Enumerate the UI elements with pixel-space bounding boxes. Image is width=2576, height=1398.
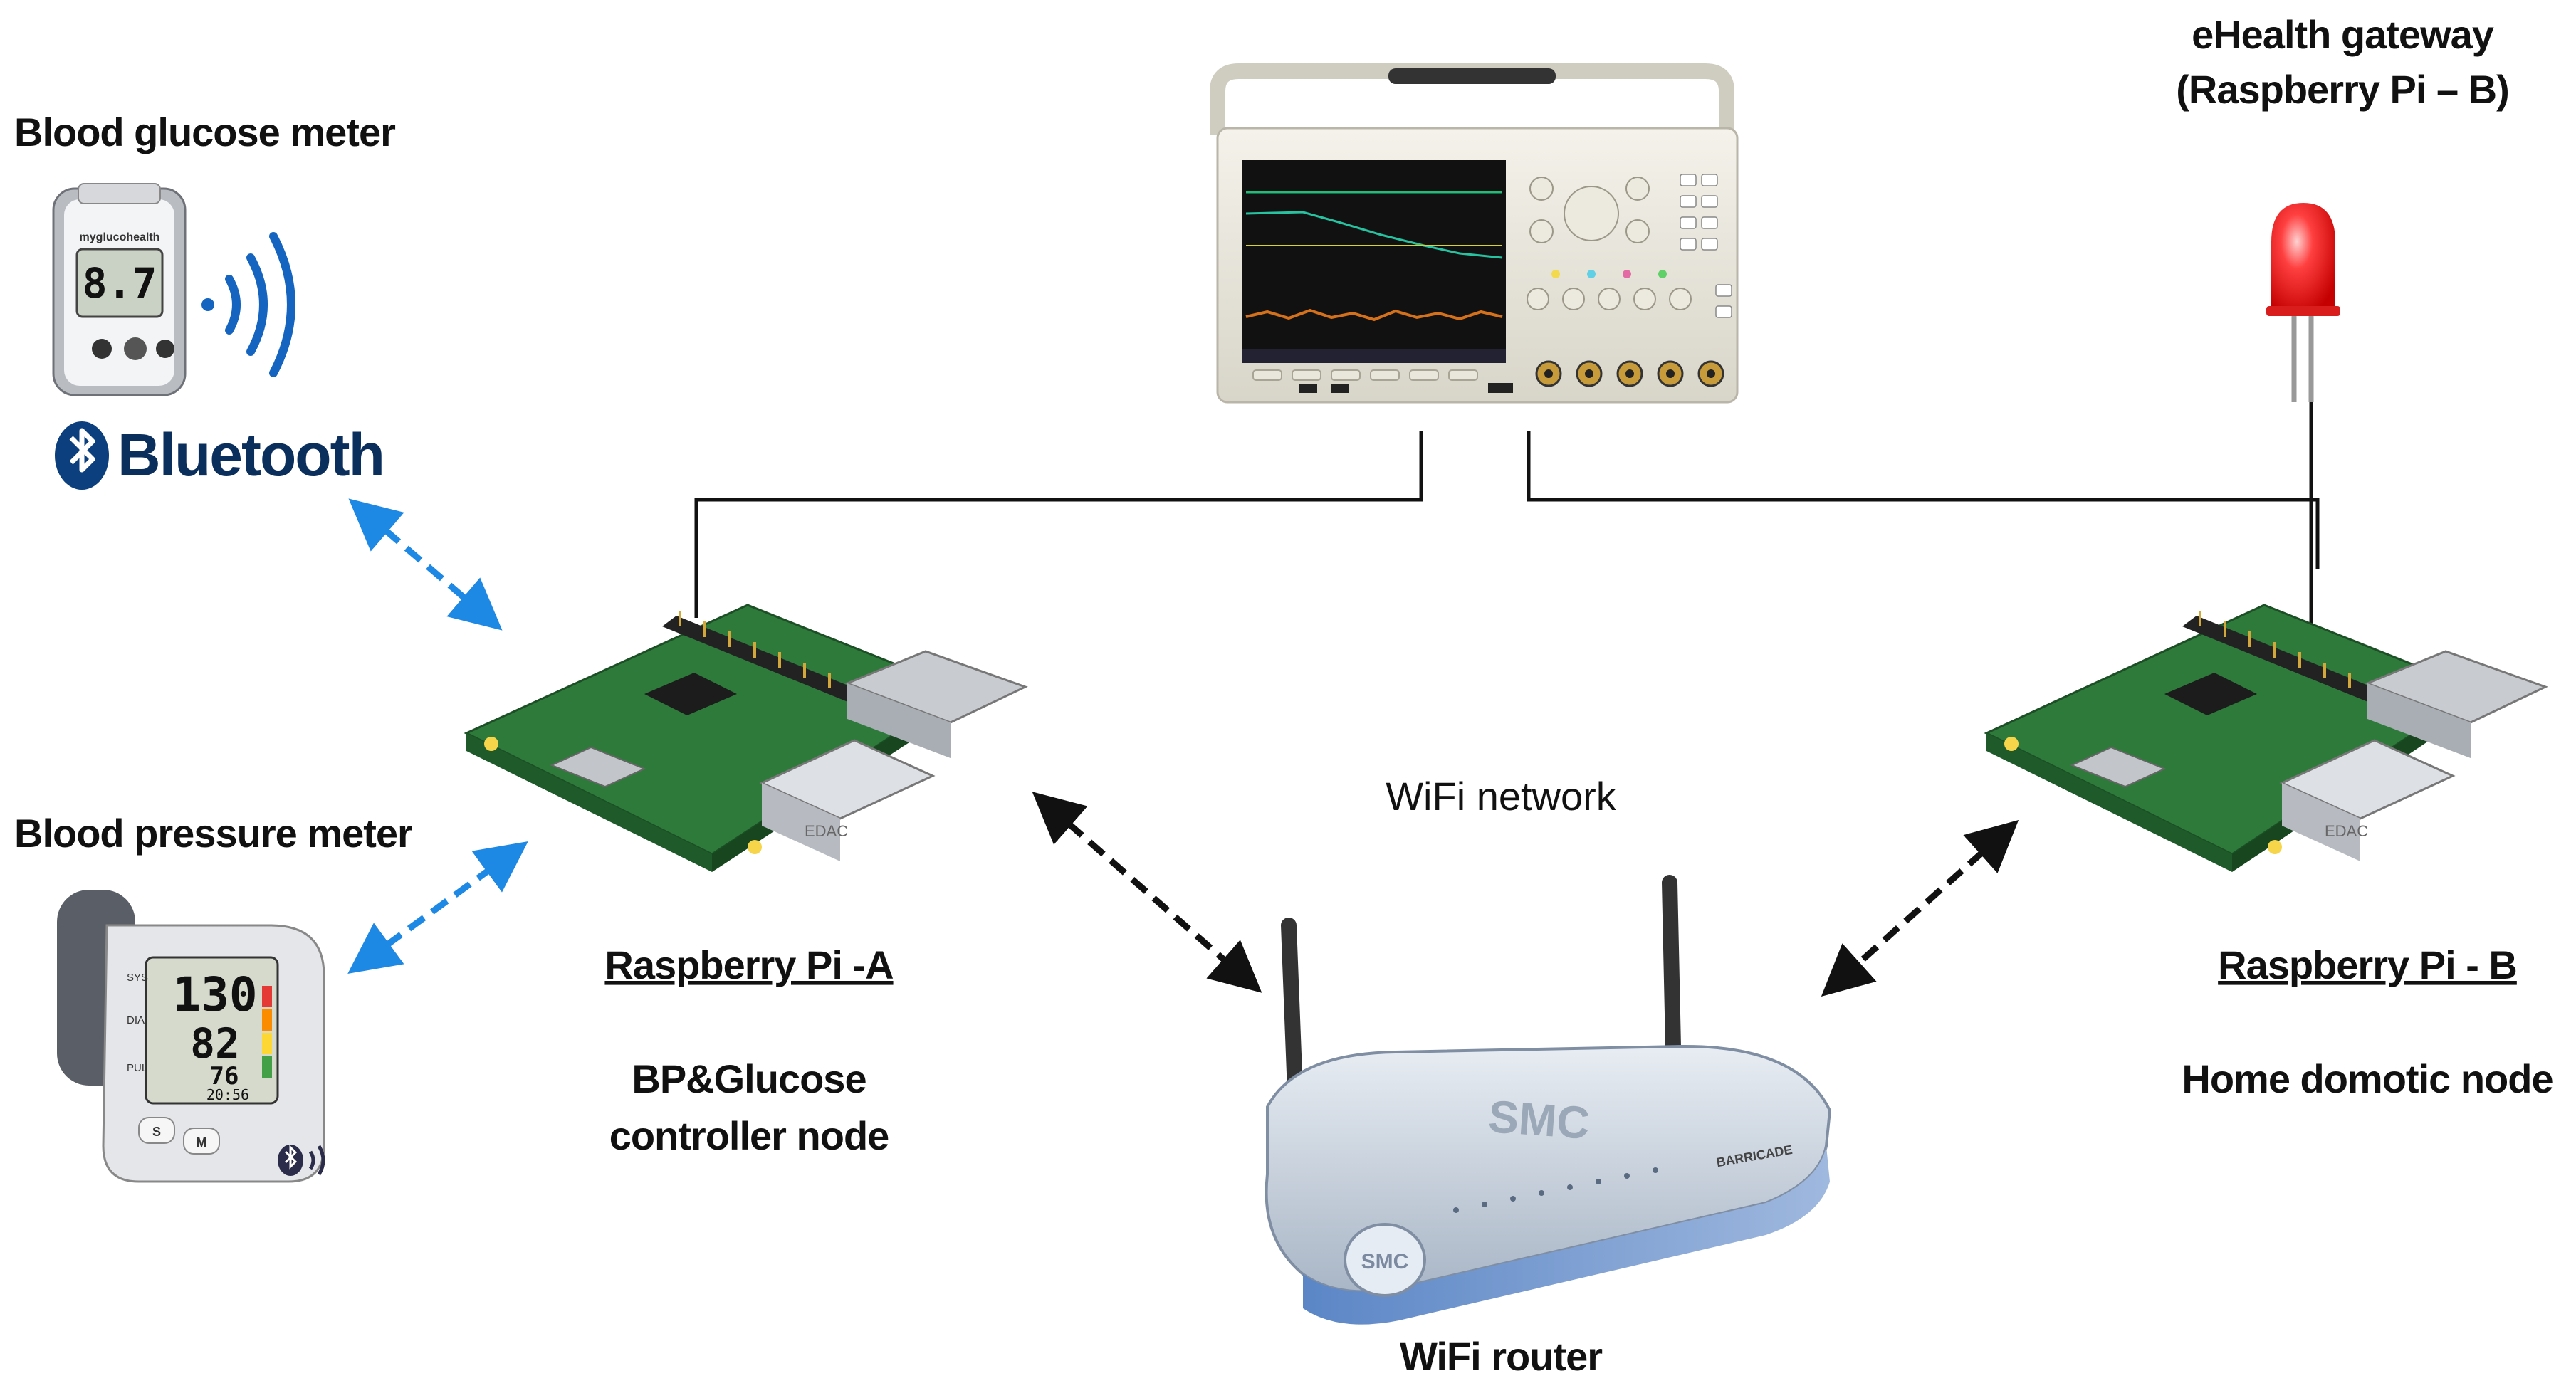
arrow-rpi-a-router bbox=[1032, 792, 1262, 993]
glucose-meter-device: myglucohealth 8.7 bbox=[52, 183, 187, 396]
label-rpi-a-desc-line1: BP&Glucose bbox=[632, 1056, 866, 1101]
bp-bluetooth-icon bbox=[278, 1145, 325, 1176]
label-gateway-line1: eHealth gateway bbox=[2192, 12, 2494, 57]
arrow-bp-rpi-a bbox=[347, 841, 528, 974]
wire-scope-to-rpi-b bbox=[1527, 431, 2320, 569]
label-wifi-network: WiFi network bbox=[1386, 774, 1617, 819]
label-rpi-a-desc-line2: controller node bbox=[609, 1113, 889, 1158]
label-rpi-a-title: Raspberry Pi -A bbox=[604, 942, 893, 987]
label-gateway-line2: (Raspberry Pi – B) bbox=[2176, 67, 2509, 112]
label-wifi-router: WiFi router bbox=[1400, 1334, 1602, 1379]
bp-s-button: S bbox=[152, 1125, 161, 1139]
rpi-b-port-label: EDAC bbox=[2325, 822, 2368, 840]
bp-diastolic-value: 82 bbox=[190, 1019, 240, 1068]
wireless-signal-icon bbox=[201, 232, 295, 377]
bluetooth-arrows bbox=[347, 498, 528, 974]
wire-scope-to-rpi-a bbox=[694, 431, 1423, 618]
red-led bbox=[2266, 203, 2340, 402]
bp-m-button: M bbox=[197, 1135, 207, 1150]
bluetooth-logo: Bluetooth bbox=[55, 421, 385, 490]
arrow-rpi-b-router bbox=[1821, 819, 2019, 997]
bluetooth-wordmark: Bluetooth bbox=[117, 421, 384, 488]
label-blood-pressure-meter: Blood pressure meter bbox=[14, 811, 412, 856]
label-rpi-b-desc: Home domotic node bbox=[2182, 1056, 2553, 1101]
bp-pulse-value: 76 bbox=[210, 1062, 239, 1090]
arrow-glucose-rpi-a bbox=[348, 498, 503, 631]
glucose-reading: 8.7 bbox=[83, 259, 157, 308]
rpi-a-port-label: EDAC bbox=[805, 822, 848, 840]
wifi-router-device: SMC SMC BARRICADE bbox=[1265, 875, 1832, 1325]
scope-wires bbox=[694, 402, 2320, 644]
router-brand-badge: SMC bbox=[1361, 1250, 1409, 1273]
label-rpi-b-title: Raspberry Pi - B bbox=[2218, 942, 2517, 987]
bp-pul-label: PUL bbox=[127, 1062, 147, 1074]
router-brand-top: SMC bbox=[1487, 1090, 1591, 1149]
bp-dia-label: DIA bbox=[127, 1014, 145, 1026]
bp-time-value: 20:56 bbox=[206, 1086, 249, 1103]
glucose-brand-text: myglucohealth bbox=[80, 231, 160, 243]
raspberry-pi-a-board: EDAC bbox=[464, 604, 1028, 872]
blood-pressure-meter-device: 130 82 76 20:56 SYS DIA PUL S M bbox=[57, 890, 325, 1183]
bp-sys-label: SYS bbox=[127, 972, 148, 984]
scope-screen bbox=[1242, 160, 1506, 363]
raspberry-pi-b-board: EDAC bbox=[1984, 604, 2548, 872]
label-blood-glucose-meter: Blood glucose meter bbox=[14, 110, 395, 154]
bp-systolic-value: 130 bbox=[172, 967, 257, 1022]
wifi-arrows bbox=[1032, 792, 2019, 997]
oscilloscope bbox=[1210, 63, 1739, 404]
